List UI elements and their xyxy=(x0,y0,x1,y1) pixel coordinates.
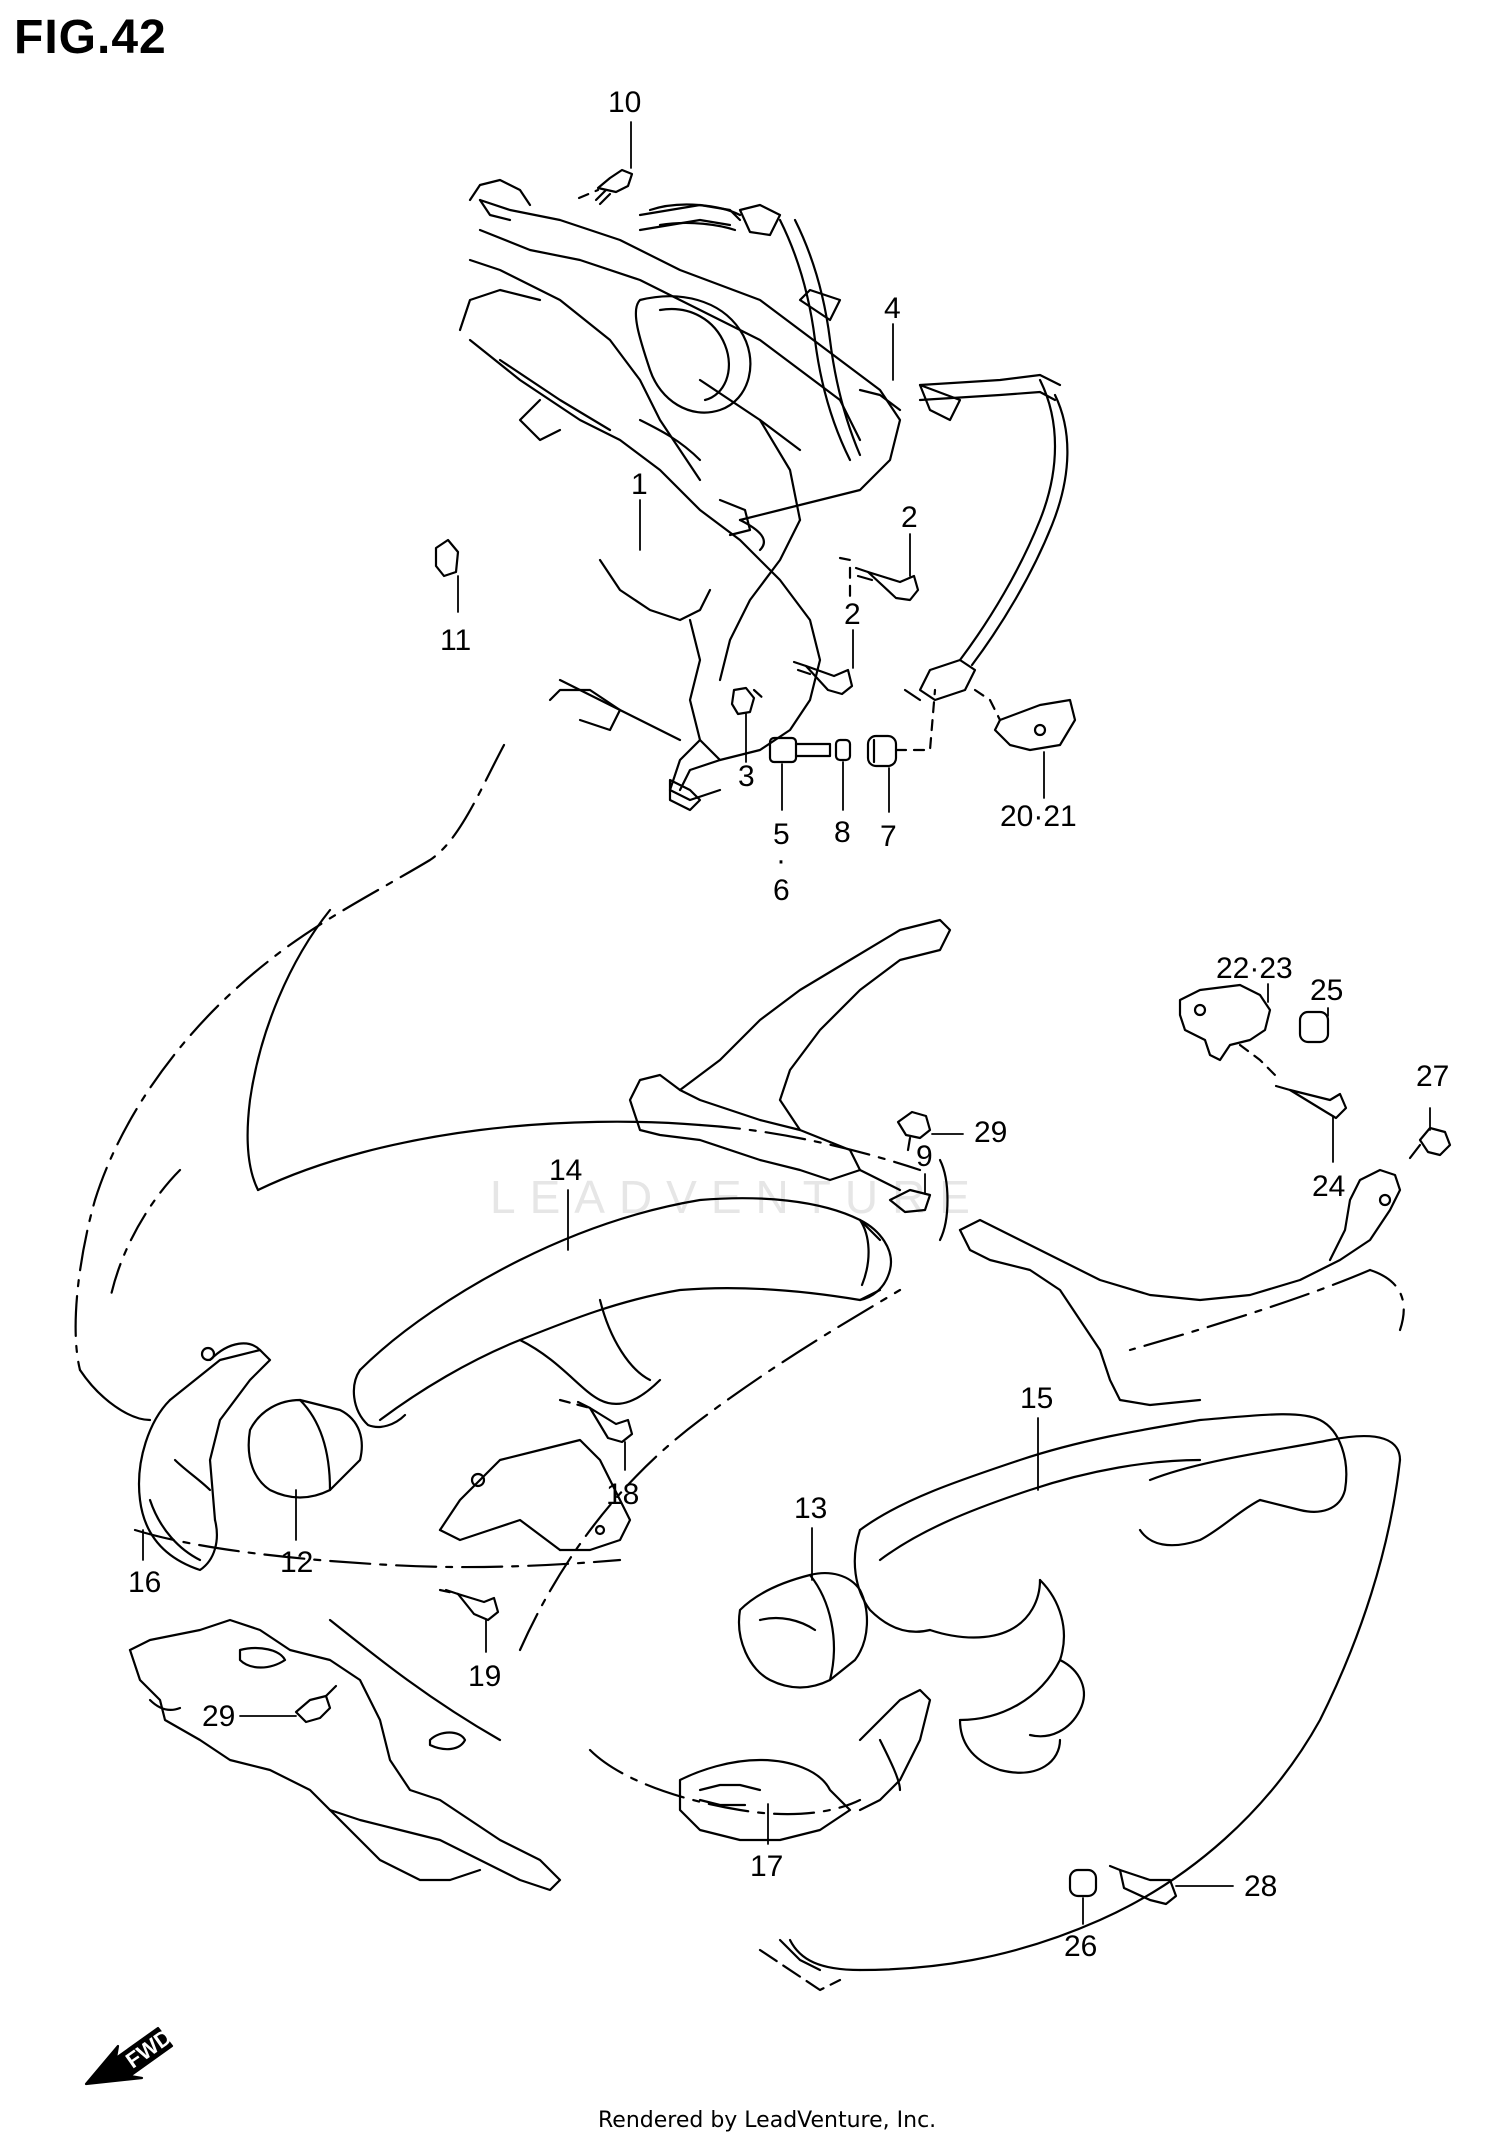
callout-7: 7 xyxy=(880,820,897,853)
callout-29-upper: 29 xyxy=(974,1116,1008,1149)
callout-29-lower: 29 xyxy=(202,1700,236,1733)
callout-28: 28 xyxy=(1244,1870,1278,1903)
callout-22-23: 22·23 xyxy=(1216,952,1293,985)
callout-19: 19 xyxy=(468,1660,502,1693)
hardware-top xyxy=(434,168,937,768)
bracket-20-21 xyxy=(973,688,1077,752)
hardware-lower xyxy=(294,1398,1178,1906)
callout-1: 1 xyxy=(631,468,648,501)
callout-26: 26 xyxy=(1064,1930,1098,1963)
right-bracket xyxy=(958,1168,1402,1407)
callout-20-21: 20·21 xyxy=(1000,800,1077,833)
callout-17: 17 xyxy=(750,1850,784,1883)
side-panel-16 xyxy=(138,1342,272,1572)
callout-8: 8 xyxy=(834,816,851,849)
callout-10: 10 xyxy=(608,86,642,119)
callout-2-lower: 2 xyxy=(844,598,861,631)
inner-cowl-15 xyxy=(853,1413,1348,1774)
callout-2-upper: 2 xyxy=(901,501,918,534)
callout-3: 3 xyxy=(738,760,755,793)
figure-title: FIG.42 xyxy=(14,11,167,64)
lower-cowl xyxy=(128,1618,562,1892)
callout-18: 18 xyxy=(606,1478,640,1511)
upper-bracket-assembly xyxy=(458,178,902,812)
callout-15: 15 xyxy=(1020,1382,1054,1415)
deflector-panel xyxy=(438,1438,632,1552)
callout-9: 9 xyxy=(916,1140,933,1173)
duct-13 xyxy=(737,1572,869,1689)
footer-credit: Rendered by LeadVenture, Inc. xyxy=(598,2108,937,2133)
callout-dot: · xyxy=(776,844,786,877)
air-duct-14 xyxy=(352,1197,893,1429)
tubular-stay xyxy=(638,203,1069,702)
callout-4: 4 xyxy=(884,292,901,325)
callout-5: 5 xyxy=(773,818,790,851)
callout-25: 25 xyxy=(1310,974,1344,1007)
lower-duct-17 xyxy=(678,1688,932,1842)
leader-lines xyxy=(142,121,1431,1925)
duct-12 xyxy=(247,1398,363,1499)
callout-14: 14 xyxy=(549,1154,583,1187)
callout-13: 13 xyxy=(794,1492,828,1525)
watermark: LEADVENTURE xyxy=(490,1171,984,1223)
callout-16: 16 xyxy=(128,1566,162,1599)
callout-12: 12 xyxy=(280,1546,314,1579)
upper-inner-bracket xyxy=(628,918,952,1192)
callout-6: 6 xyxy=(773,874,790,907)
callout-24: 24 xyxy=(1312,1170,1346,1203)
callout-11: 11 xyxy=(440,624,472,657)
fairing-shell xyxy=(74,743,1405,1992)
hardware-right xyxy=(888,983,1452,1214)
callout-27: 27 xyxy=(1416,1060,1450,1093)
fwd-arrow xyxy=(84,2026,174,2086)
